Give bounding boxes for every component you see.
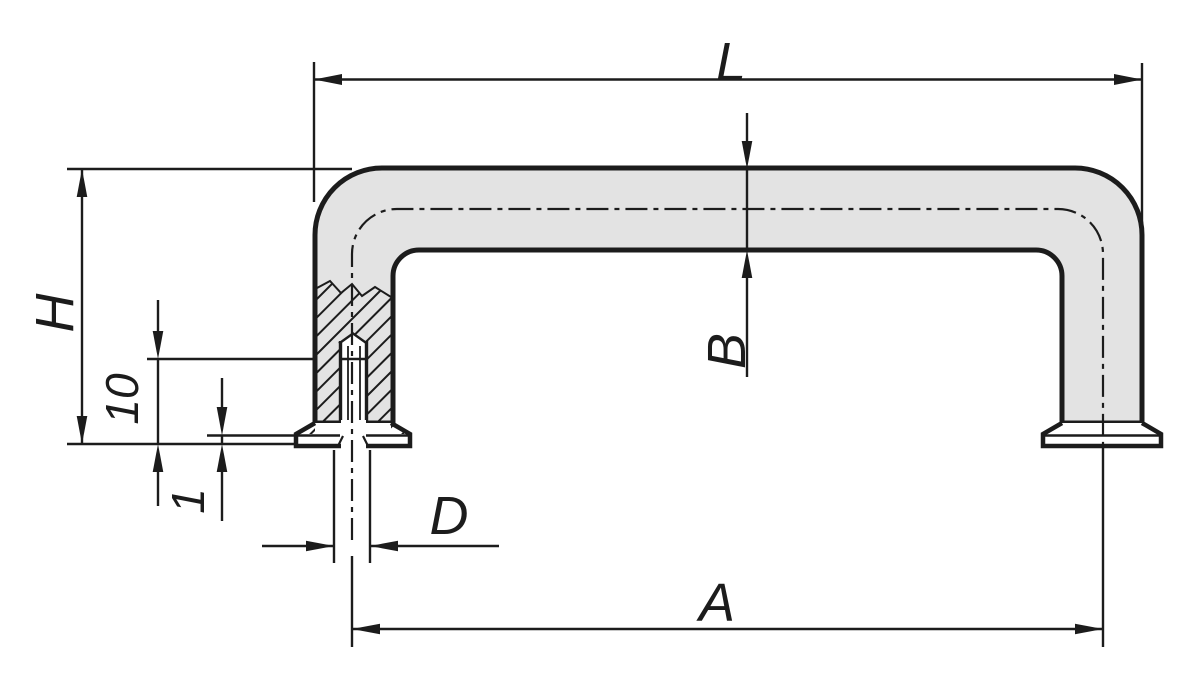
arrowhead	[152, 444, 164, 472]
arrowhead	[306, 540, 334, 552]
handle-outline	[312, 165, 1145, 426]
dimension-length: L	[312, 32, 1144, 240]
arrowhead	[216, 407, 228, 436]
dimension-height: H	[25, 167, 352, 446]
dim-label-10: 10	[96, 373, 148, 425]
arrowhead	[1114, 74, 1142, 85]
dim-label-H: H	[25, 293, 85, 333]
arrowhead	[76, 416, 88, 444]
dimension-mounting-distance: A	[350, 447, 1105, 647]
section-hatch	[317, 281, 391, 421]
dim-label-D: D	[430, 486, 469, 546]
left-foot-shoulder-hatch-right	[391, 425, 406, 434]
arrowhead	[216, 444, 228, 472]
dimension-thread-depth: 10	[96, 300, 316, 506]
dim-label-1: 1	[162, 488, 214, 514]
dim-label-A: A	[696, 573, 735, 633]
countersink-left	[336, 435, 344, 448]
arrowhead	[76, 169, 88, 197]
arrowhead	[741, 141, 753, 169]
tapped-hole	[338, 332, 369, 435]
arrowhead	[1075, 623, 1103, 635]
dim-label-L: L	[716, 32, 746, 92]
center-lines	[350, 207, 1105, 540]
arrowhead	[314, 74, 342, 85]
arrowhead	[741, 250, 753, 278]
handle-body	[312, 165, 1145, 426]
arrowhead	[352, 623, 380, 635]
arrowhead	[152, 331, 164, 359]
dim-label-B: B	[697, 333, 757, 369]
dimension-collar-height: 1	[162, 378, 296, 521]
countersink-right	[362, 435, 370, 448]
left-foot	[293, 420, 413, 449]
left-foot-shoulder-hatch-left	[300, 425, 315, 434]
arrowhead	[370, 540, 398, 552]
left-foot-hole-gap	[341, 420, 366, 449]
dimension-bar-thickness: B	[697, 113, 757, 377]
dimension-diameter: D	[262, 450, 499, 563]
main-centerline	[350, 207, 1105, 540]
